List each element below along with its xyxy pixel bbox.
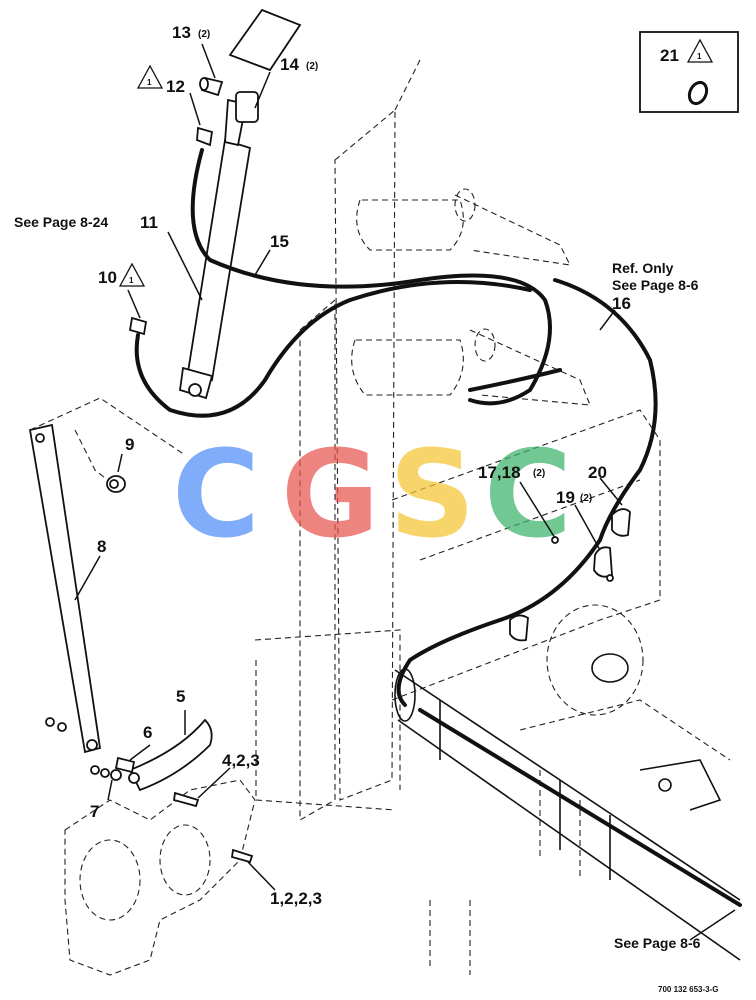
hose-fitting-12 <box>196 126 214 147</box>
callout-bottom-reference: See Page 8-6 <box>614 935 701 951</box>
callout-6: 6 <box>143 723 152 742</box>
callout-5: 5 <box>176 687 185 706</box>
callout-7: 7 <box>90 802 99 821</box>
caution-triangle-icon <box>136 64 164 89</box>
leader-lines <box>74 43 736 941</box>
callout-number: 21 <box>660 46 679 65</box>
callout-number: 17,18 <box>478 463 521 482</box>
hose-clamps <box>509 508 631 642</box>
callout-14: 14 (2) <box>280 55 318 74</box>
callout-number: 9 <box>125 435 134 454</box>
lower-mount-plate <box>64 779 256 976</box>
caution-note-number: 1 <box>147 78 152 87</box>
pin-13 <box>199 76 224 97</box>
watermark-letter-g: G <box>281 426 380 565</box>
gearbox-sprocket <box>546 604 644 716</box>
lift-arm-8 <box>28 397 186 754</box>
callout-21-box: 21 1 <box>639 31 739 113</box>
watermark: C G S C <box>172 426 572 565</box>
reference-note: See Page 8-24 <box>14 214 108 230</box>
callout-quantity: (2) <box>306 61 318 72</box>
belt-pulley-lower <box>351 328 591 406</box>
callout-number: 7 <box>90 802 99 821</box>
callout-20: 20 <box>588 463 607 482</box>
lever-5 <box>128 718 213 792</box>
callout-number: 5 <box>176 687 185 706</box>
callout-13: 13 (2) <box>172 23 210 42</box>
callout-19: 19 (2) <box>556 488 592 507</box>
callout-number: 10 <box>98 268 117 287</box>
reference-note-line2: See Page 8-6 <box>612 277 699 293</box>
caution-triangle-icon <box>118 262 146 287</box>
o-ring-icon <box>687 80 709 106</box>
caution-note-number: 1 <box>697 52 702 61</box>
callout-quantity: (2) <box>198 29 210 40</box>
callout-number: 1,2,2,3 <box>270 889 322 908</box>
callout-number: 19 <box>556 488 575 507</box>
callout-10: 10 1 <box>98 262 146 287</box>
baler-frame-outline <box>254 59 731 975</box>
watermark-letter-s: S <box>389 426 475 565</box>
callout-quantity: (2) <box>533 468 545 479</box>
reference-note-line1: Ref. Only <box>612 260 674 276</box>
callout-9: 9 <box>125 435 134 454</box>
callout-12: 1 12 <box>136 64 185 96</box>
callout-16: Ref. Only See Page 8-6 16 <box>612 260 699 313</box>
callout-number: 11 <box>140 213 158 232</box>
callout-11: See Page 8-24 11 <box>14 213 158 232</box>
caution-triangle-icon <box>686 38 714 63</box>
watermark-letter-c1: C <box>172 426 260 565</box>
hose-fitting-10 <box>128 316 148 336</box>
hydraulic-cylinder <box>179 8 302 400</box>
callout-1-2-2-3: 1,2,2,3 <box>270 889 322 908</box>
bushing-9 <box>106 475 126 493</box>
callout-number: 12 <box>166 77 185 96</box>
callout-8: 8 <box>97 537 106 556</box>
callout-17-18: 17,18 (2) <box>478 463 545 482</box>
hydraulic-hoses <box>134 148 742 907</box>
callout-number: 14 <box>280 55 299 74</box>
callout-number: 8 <box>97 537 106 556</box>
hardware-small <box>45 717 254 864</box>
drawing-code: 700 132 653-3-G <box>658 985 719 994</box>
callout-number: 20 <box>588 463 607 482</box>
callout-4-2-3: 4,2,3 <box>222 751 260 770</box>
callout-15: 15 <box>270 232 289 251</box>
callout-quantity: (2) <box>580 493 592 504</box>
callout-number: 15 <box>270 232 289 251</box>
drive-shaft <box>394 668 741 961</box>
callout-number: 16 <box>612 294 631 313</box>
belt-pulley-upper <box>356 188 571 266</box>
caution-note-number: 1 <box>129 276 134 285</box>
callout-number: 13 <box>172 23 191 42</box>
callout-number: 4,2,3 <box>222 751 260 770</box>
callout-number: 6 <box>143 723 152 742</box>
reference-note: See Page 8-6 <box>614 935 701 951</box>
